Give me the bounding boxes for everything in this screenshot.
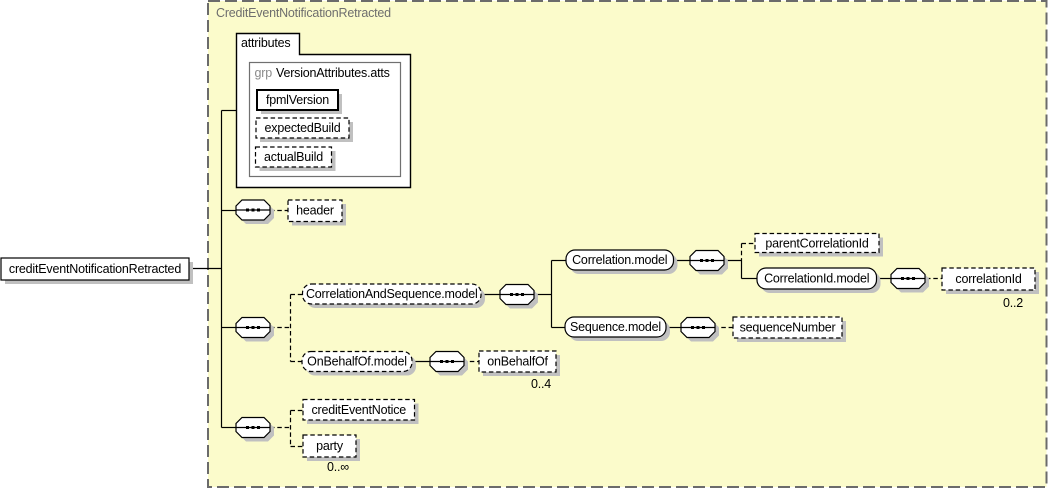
svg-text:OnBehalfOf.model: OnBehalfOf.model <box>307 355 407 369</box>
svg-text:creditEventNotificationRetract: creditEventNotificationRetracted <box>9 262 181 276</box>
svg-text:fpmlVersion: fpmlVersion <box>266 93 329 107</box>
svg-text:attributes: attributes <box>241 36 290 50</box>
svg-text:sequenceNumber: sequenceNumber <box>740 321 836 335</box>
svg-text:Correlation.model: Correlation.model <box>572 253 667 267</box>
svg-text:correlationId: correlationId <box>955 272 1021 286</box>
svg-text:creditEventNotice: creditEventNotice <box>311 403 406 417</box>
svg-text:expectedBuild: expectedBuild <box>265 121 341 135</box>
svg-text:parentCorrelationId: parentCorrelationId <box>765 237 868 251</box>
svg-text:0..2: 0..2 <box>1003 296 1023 310</box>
svg-text:0..4: 0..4 <box>531 377 551 391</box>
svg-text:CreditEventNotificationRetract: CreditEventNotificationRetracted <box>216 6 391 20</box>
svg-text:onBehalfOf: onBehalfOf <box>487 355 548 369</box>
svg-text:grp: grp <box>255 66 273 80</box>
svg-text:VersionAttributes.atts: VersionAttributes.atts <box>276 66 390 80</box>
svg-text:CorrelationId.model: CorrelationId.model <box>764 272 869 286</box>
svg-text:0..∞: 0..∞ <box>327 460 349 474</box>
svg-text:Sequence.model: Sequence.model <box>570 320 661 334</box>
svg-text:header: header <box>296 204 334 218</box>
svg-text:party: party <box>316 439 344 453</box>
svg-text:CorrelationAndSequence.model: CorrelationAndSequence.model <box>306 287 478 301</box>
svg-text:actualBuild: actualBuild <box>264 150 323 164</box>
